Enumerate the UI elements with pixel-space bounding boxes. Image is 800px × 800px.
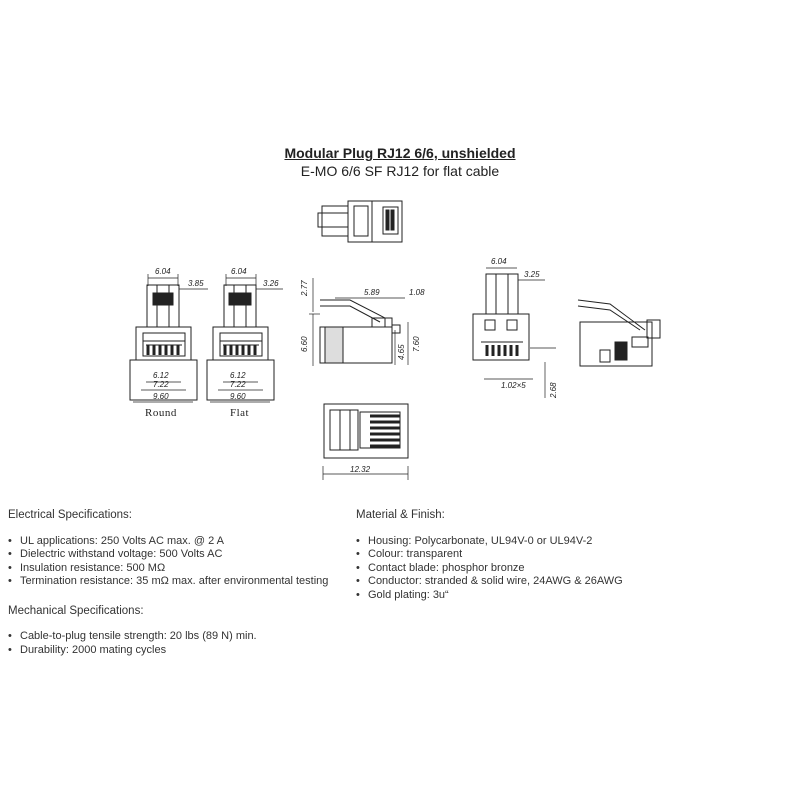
dim-label: 3.26 [263,279,279,288]
dim-label: 2.77 [300,280,309,297]
list-item: Insulation resistance: 500 MΩ [8,562,348,576]
material-heading: Material & Finish: [356,509,445,521]
dim-label: 6.12 [230,371,246,380]
side-view [309,278,409,366]
front-view-right [472,267,556,398]
list-item: UL applications: 250 Volts AC max. @ 2 A [8,535,348,549]
list-item: Durability: 2000 mating cycles [8,644,348,658]
bottom-view [322,403,409,480]
dim-label: 3.25 [524,270,540,279]
dim-label: 9.60 [230,392,246,401]
material-list: Housing: Polycarbonate, UL94V-0 or UL94V… [356,535,656,603]
dim-label: 6.04 [491,257,507,266]
list-item: Dielectric withstand voltage: 500 Volts … [8,548,348,562]
front-view-flat [206,274,283,403]
dim-label: 7.22 [230,380,246,389]
dim-label: 4.65 [397,344,406,360]
dim-label: 6.12 [153,371,169,380]
electrical-heading: Electrical Specifications: [8,509,132,521]
dim-label: 6.04 [231,267,247,276]
spec-column-right: Material & Finish: Housing: Polycarbonat… [356,509,656,618]
dim-label: 1.08 [409,288,425,297]
dim-label: 6.60 [300,336,309,352]
dim-label: 12.32 [350,465,371,474]
list-item: Gold plating: 3u“ [356,589,656,603]
caption-flat: Flat [230,407,249,419]
electrical-list: UL applications: 250 Volts AC max. @ 2 A… [8,535,348,589]
dim-label: 9.60 [153,392,169,401]
list-item: Housing: Polycarbonate, UL94V-0 or UL94V… [356,535,656,549]
dim-label: 2.68 [549,382,558,399]
list-item: Conductor: stranded & solid wire, 24AWG … [356,575,656,589]
page-title: Modular Plug RJ12 6/6, unshielded [284,145,516,161]
dim-label: 1.02×5 [501,381,526,390]
list-item: Contact blade: phosphor bronze [356,562,656,576]
dim-label: 6.04 [155,267,171,276]
page-subtitle: E-MO 6/6 SF RJ12 for flat cable [300,163,500,179]
dim-label: 7.60 [412,336,421,352]
mechanical-heading: Mechanical Specifications: [8,604,144,617]
list-item: Colour: transparent [356,548,656,562]
list-item: Cable-to-plug tensile strength: 20 lbs (… [8,630,348,644]
dim-label: 5.89 [364,288,380,297]
list-item: Termination resistance: 35 mΩ max. after… [8,575,348,589]
top-view-small [317,200,403,243]
dim-label: 7.22 [153,380,169,389]
dim-label: 3.85 [188,279,204,288]
spec-column-left: Electrical Specifications: UL applicatio… [8,509,348,673]
front-view-round [129,274,208,403]
mechanical-list: Cable-to-plug tensile strength: 20 lbs (… [8,630,348,657]
caption-round: Round [145,407,177,419]
side-view-right [577,299,661,367]
